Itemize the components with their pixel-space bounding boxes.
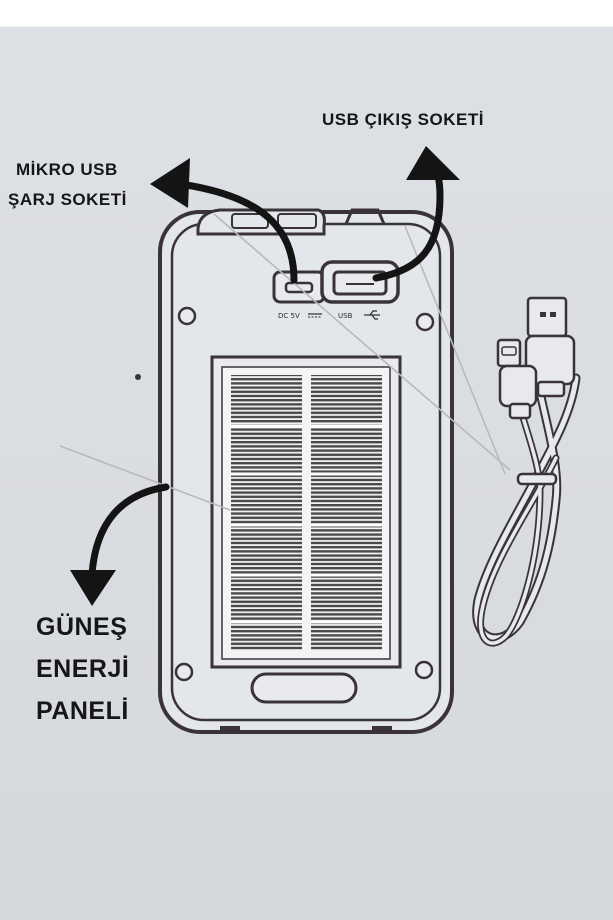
dc-input-mark: DC 5V bbox=[278, 312, 300, 320]
micro-usb-plug bbox=[496, 338, 538, 420]
solar-panel-label-line2: ENERJİ bbox=[36, 655, 130, 683]
screw-top-left bbox=[177, 306, 197, 326]
usb-cable bbox=[472, 373, 581, 647]
screw-bottom-right bbox=[414, 660, 434, 680]
micro-usb-label-line2: ŞARJ SOKETİ bbox=[8, 190, 127, 209]
leader-lines bbox=[59, 213, 511, 511]
arrow-micro-usb bbox=[150, 158, 298, 284]
usb-a-plug bbox=[524, 296, 576, 398]
solar-panel-label-line1: GÜNEŞ bbox=[36, 613, 128, 641]
usb-output-port bbox=[320, 260, 400, 304]
screw-bottom-left bbox=[174, 662, 194, 682]
arrow-usb-output bbox=[372, 146, 460, 282]
solar-panel-label-line3: PANELİ bbox=[36, 697, 129, 725]
solar-panel bbox=[210, 355, 402, 669]
screw-top-right bbox=[415, 312, 435, 332]
bottom-button bbox=[250, 672, 358, 704]
side-dot bbox=[135, 374, 141, 380]
usb-trident-icon bbox=[364, 310, 380, 320]
usb-port-mark: USB bbox=[338, 312, 353, 320]
micro-usb-label-line1: MİKRO USB bbox=[16, 160, 118, 179]
usb-output-label: USB ÇIKIŞ SOKETİ bbox=[322, 110, 484, 129]
arrow-solar-panel bbox=[70, 483, 170, 606]
